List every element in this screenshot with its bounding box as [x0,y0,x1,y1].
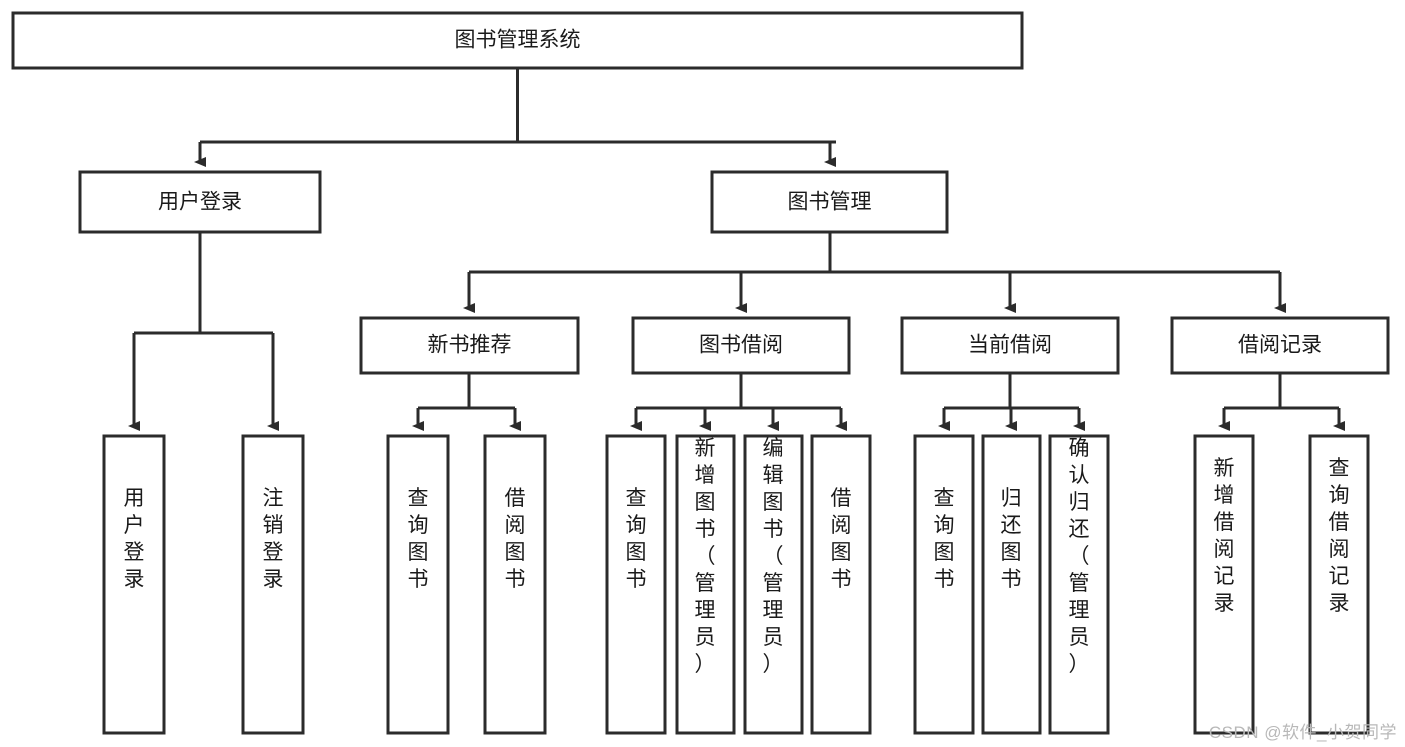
node-user-login-box[interactable] [78,170,322,234]
node-leaf-logout[interactable]: 注销登录 [241,434,305,735]
node-root-label: 图书管理系统 [455,29,581,52]
node-leaf-confirm-return-admin[interactable]: 确认归还（管理员） [1048,434,1110,735]
node-book-borrow[interactable]: 图书借阅 [631,316,851,375]
node-borrow-records-label: 借阅记录 [1238,334,1322,357]
node-leaf-add-borrow-record-box[interactable] [1193,434,1255,735]
node-leaf-borrow-book-2[interactable]: 借阅图书 [810,434,872,735]
node-leaf-return-book[interactable]: 归还图书 [981,434,1042,735]
node-leaf-edit-book-admin-label: 编辑图书（管理员） [763,437,784,676]
node-leaf-borrow-book-2-box[interactable] [810,434,872,735]
node-leaf-edit-book-admin-box[interactable] [743,434,804,735]
node-leaf-return-book-box[interactable] [981,434,1042,735]
node-book-management-label: 图书管理 [788,191,872,214]
node-leaf-add-borrow-record-label: 新增借阅记录 [1214,457,1235,615]
node-leaf-logout-label: 注销登录 [263,487,284,591]
node-new-book-recommend[interactable]: 新书推荐 [359,316,580,375]
node-user-login[interactable]: 用户登录 [78,170,322,234]
node-leaf-query-book-3-label: 查询图书 [934,487,955,591]
node-user-login-label: 用户登录 [158,191,242,214]
node-leaf-add-book-admin-label: 新增图书（管理员） [695,437,716,676]
node-leaf-query-borrow-record-box[interactable] [1308,434,1370,735]
node-borrow-records-box[interactable] [1170,316,1390,375]
node-leaf-query-book-2-label: 查询图书 [626,487,647,591]
node-leaf-borrow-book-1-label: 借阅图书 [505,487,526,591]
node-leaf-confirm-return-admin-label: 确认归还（管理员） [1069,437,1090,676]
node-borrow-records[interactable]: 借阅记录 [1170,316,1390,375]
node-book-management-box[interactable] [710,170,949,234]
node-leaf-query-book-1-label: 查询图书 [408,487,429,591]
node-book-borrow-box[interactable] [631,316,851,375]
node-leaf-logout-box[interactable] [241,434,305,735]
node-leaf-confirm-return-admin-box[interactable] [1048,434,1110,735]
node-leaf-query-book-3-box[interactable] [913,434,975,735]
node-leaf-query-book-2[interactable]: 查询图书 [605,434,667,735]
node-leaf-borrow-book-1-box[interactable] [483,434,547,735]
node-leaf-query-book-2-box[interactable] [605,434,667,735]
node-leaf-query-book-1-box[interactable] [386,434,450,735]
node-book-management[interactable]: 图书管理 [710,170,949,234]
connector-layer [128,68,1345,431]
node-root-box[interactable] [11,11,1024,70]
node-leaf-query-book-3[interactable]: 查询图书 [913,434,975,735]
node-new-book-recommend-label: 新书推荐 [428,334,512,357]
node-root[interactable]: 图书管理系统 [11,11,1024,70]
node-leaf-edit-book-admin[interactable]: 编辑图书（管理员） [743,434,804,735]
node-leaf-add-book-admin-box[interactable] [675,434,736,735]
node-leaf-query-borrow-record-label: 查询借阅记录 [1329,457,1350,615]
node-leaf-add-book-admin[interactable]: 新增图书（管理员） [675,434,736,735]
node-leaf-user-login[interactable]: 用户登录 [102,434,166,735]
node-leaf-user-login-box[interactable] [102,434,166,735]
node-leaf-query-book-1[interactable]: 查询图书 [386,434,450,735]
node-current-borrow[interactable]: 当前借阅 [900,316,1120,375]
node-book-borrow-label: 图书借阅 [699,334,783,357]
node-leaf-borrow-book-1[interactable]: 借阅图书 [483,434,547,735]
node-leaf-return-book-label: 归还图书 [1001,487,1022,591]
csdn-watermark: CSDN @软件_小贺同学 [1208,723,1397,742]
node-leaf-add-borrow-record[interactable]: 新增借阅记录 [1193,434,1255,735]
node-current-borrow-box[interactable] [900,316,1120,375]
node-new-book-recommend-box[interactable] [359,316,580,375]
node-leaf-user-login-label: 用户登录 [124,487,145,591]
node-leaf-query-borrow-record[interactable]: 查询借阅记录 [1308,434,1370,735]
node-current-borrow-label: 当前借阅 [968,334,1052,357]
node-leaf-borrow-book-2-label: 借阅图书 [831,487,852,591]
